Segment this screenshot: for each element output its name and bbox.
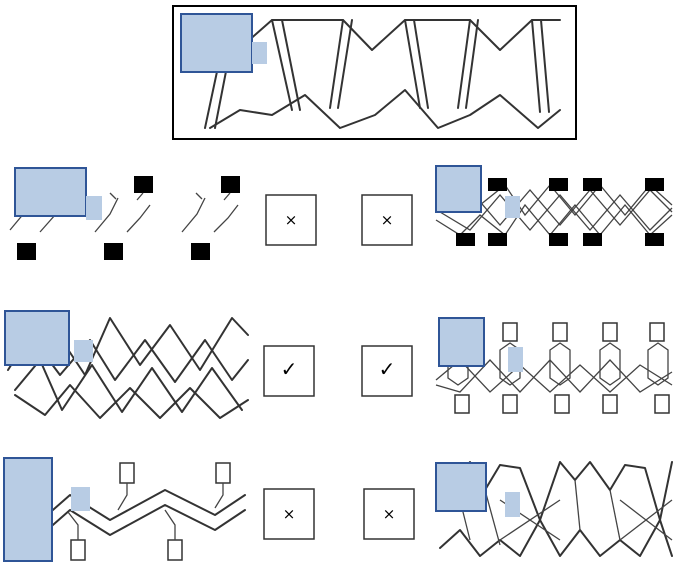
row-1-left-verdict-box [265,194,317,246]
row-2-right-highlight-large [438,317,485,367]
row-3-right-verdict-mark: × [383,505,396,523]
row-3-left-highlight-large [3,457,53,562]
row-2-right-verdict-box [361,345,413,397]
row-3-left-verdict-mark: × [283,505,296,523]
row-3-right-verdict-box [363,488,415,540]
row-3-left-verdict-box [263,488,315,540]
row-1-left-verdict-mark: × [285,211,298,229]
row-3-right-highlight-small [505,492,520,517]
row-2: ✓ ✓ [4,310,673,419]
highlight-small [252,42,267,64]
row-1-right-highlight-large [435,165,482,213]
row-3-right-highlight-large [435,462,487,512]
row-2-left-verdict-box [263,345,315,397]
row-1-left-highlight-small [86,196,102,220]
row-2-right-verdict-mark: ✓ [379,357,396,381]
row-1-left-highlight-large [14,167,87,217]
highlight-large [180,13,253,73]
row-2-left-verdict-mark: ✓ [281,357,298,381]
row-3-left-highlight-small [71,487,90,511]
row-1-right-highlight-small [505,196,520,218]
row-1-right-verdict-box [361,194,413,246]
row-3: × × [3,457,673,562]
reference-pattern [172,5,577,140]
row-2-left-highlight-small [74,340,93,362]
row-1-right-verdict-mark: × [381,211,394,229]
row-1: × × [9,165,673,260]
row-2-right-highlight-small [508,347,523,372]
row-2-right-pattern [435,322,673,414]
row-2-left-highlight-large [4,310,70,366]
